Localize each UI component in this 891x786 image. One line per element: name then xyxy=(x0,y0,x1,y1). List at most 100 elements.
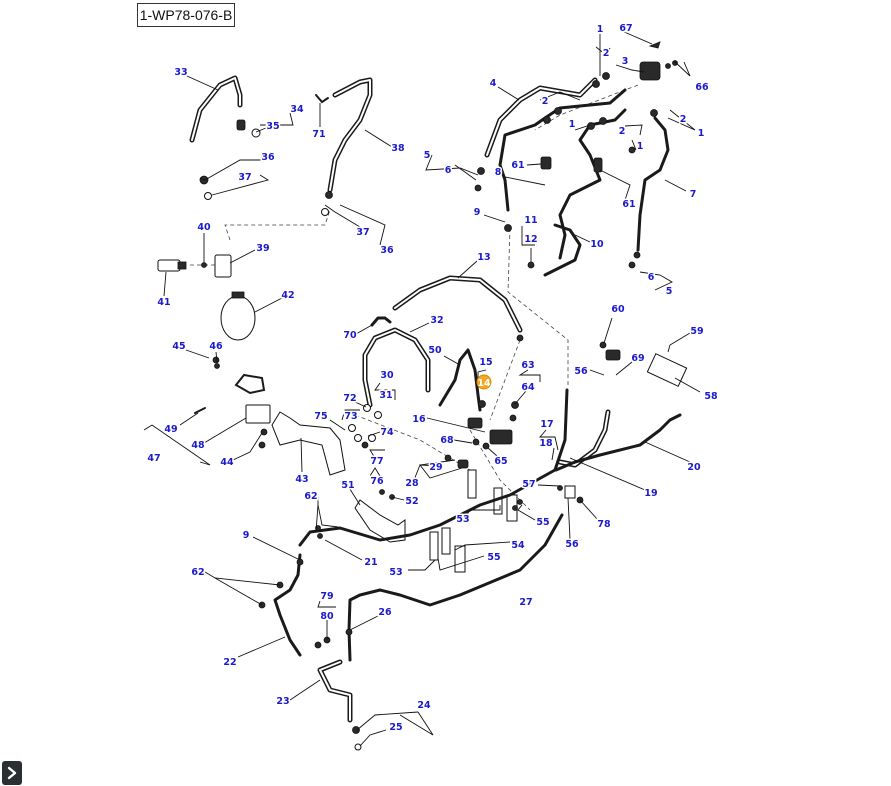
valve-and-brackets xyxy=(194,341,688,573)
callout-37: 37 xyxy=(356,227,369,238)
callout-41: 41 xyxy=(157,297,170,308)
callout-1: 1 xyxy=(698,128,705,139)
callout-38: 38 xyxy=(391,143,405,154)
middle-hoses xyxy=(362,275,524,422)
expand-panel-button[interactable] xyxy=(2,761,22,785)
callout-19: 19 xyxy=(644,488,657,499)
callout-32: 32 xyxy=(430,315,443,326)
callout-62: 62 xyxy=(191,567,204,578)
callout-13: 13 xyxy=(477,252,490,263)
callout-36: 36 xyxy=(380,245,394,256)
callout-55: 55 xyxy=(536,517,549,528)
callout-37: 37 xyxy=(238,172,251,183)
callout-56: 56 xyxy=(574,366,588,377)
callout-8: 8 xyxy=(495,167,502,178)
callout-11: 11 xyxy=(524,215,537,226)
callout-50: 50 xyxy=(428,345,442,356)
routing-dashed-lines xyxy=(190,84,639,511)
callout-74: 74 xyxy=(380,427,394,438)
callout-3: 3 xyxy=(622,56,629,67)
callout-80: 80 xyxy=(320,611,334,622)
callout-77: 77 xyxy=(370,456,383,467)
callout-23: 23 xyxy=(276,696,289,707)
callout-58: 58 xyxy=(704,391,718,402)
callout-1: 1 xyxy=(569,119,576,130)
callout-43: 43 xyxy=(295,474,308,485)
callout-54: 54 xyxy=(511,540,525,551)
callout-35: 35 xyxy=(266,121,279,132)
callout-27: 27 xyxy=(519,597,532,608)
callout-7: 7 xyxy=(690,189,697,200)
callout-6: 6 xyxy=(648,272,655,283)
callout-28: 28 xyxy=(405,478,419,489)
callout-64: 64 xyxy=(521,382,535,393)
callout-4: 4 xyxy=(490,78,497,89)
callout-72: 72 xyxy=(343,393,356,404)
highlighted-callout-badge[interactable] xyxy=(476,374,492,390)
callout-labels: 1 67 2 3 66 4 2 1 2 2 1 1 7 5 6 61 8 61 … xyxy=(146,22,720,735)
callout-5: 5 xyxy=(666,286,673,297)
callout-16: 16 xyxy=(412,414,426,425)
callout-2: 2 xyxy=(542,96,549,107)
upper-pipe-group xyxy=(474,41,678,277)
callout-36: 36 xyxy=(261,152,275,163)
callout-2: 2 xyxy=(603,48,610,59)
callout-62: 62 xyxy=(304,491,317,502)
callout-63: 63 xyxy=(521,360,534,371)
lower-pipe-group xyxy=(258,388,682,751)
callout-42: 42 xyxy=(281,290,294,301)
callout-29: 29 xyxy=(429,462,442,473)
callout-71: 71 xyxy=(312,129,325,140)
callout-34: 34 xyxy=(290,104,304,115)
callout-5: 5 xyxy=(424,150,431,161)
callout-51: 51 xyxy=(341,480,354,491)
callout-61: 61 xyxy=(511,160,524,171)
callout-46: 46 xyxy=(209,341,223,352)
callout-40: 40 xyxy=(197,222,211,233)
callout-67: 67 xyxy=(619,23,632,34)
callout-33: 33 xyxy=(174,67,187,78)
callout-60: 60 xyxy=(611,304,625,315)
callout-76: 76 xyxy=(370,476,384,487)
callout-2: 2 xyxy=(619,126,626,137)
callout-53: 53 xyxy=(389,567,402,578)
callout-73: 73 xyxy=(344,411,357,422)
callout-6: 6 xyxy=(445,165,452,176)
callout-57: 57 xyxy=(522,479,535,490)
callout-2: 2 xyxy=(680,114,687,125)
callout-78: 78 xyxy=(597,519,611,530)
callout-10: 10 xyxy=(590,239,604,250)
callout-59: 59 xyxy=(690,326,703,337)
callout-56: 56 xyxy=(565,539,579,550)
callout-1: 1 xyxy=(597,24,604,35)
callout-21: 21 xyxy=(364,557,377,568)
callout-53: 53 xyxy=(456,514,469,525)
callout-14-highlighted: 14 xyxy=(477,378,491,389)
callout-20: 20 xyxy=(687,462,701,473)
callout-68: 68 xyxy=(440,435,454,446)
callout-49: 49 xyxy=(164,424,177,435)
callout-25: 25 xyxy=(389,722,402,733)
callout-18: 18 xyxy=(539,438,553,449)
callout-75: 75 xyxy=(314,411,327,422)
callout-65: 65 xyxy=(494,456,507,467)
callout-30: 30 xyxy=(380,370,394,381)
callout-44: 44 xyxy=(220,457,234,468)
diagram-reference-code: 1-WP78-076-B xyxy=(137,3,235,27)
callout-39: 39 xyxy=(256,243,269,254)
callout-26: 26 xyxy=(378,607,392,618)
callout-9: 9 xyxy=(474,207,481,218)
callout-66: 66 xyxy=(695,82,709,93)
callout-47: 47 xyxy=(147,453,160,464)
callout-52: 52 xyxy=(405,496,418,507)
callout-48: 48 xyxy=(191,440,205,451)
callout-9: 9 xyxy=(243,530,250,541)
chevron-right-icon xyxy=(7,766,17,780)
callout-15: 15 xyxy=(479,357,492,368)
callout-79: 79 xyxy=(320,591,333,602)
callout-61: 61 xyxy=(622,199,635,210)
callout-22: 22 xyxy=(223,657,236,668)
callout-70: 70 xyxy=(343,330,357,341)
callout-31: 31 xyxy=(379,390,392,401)
